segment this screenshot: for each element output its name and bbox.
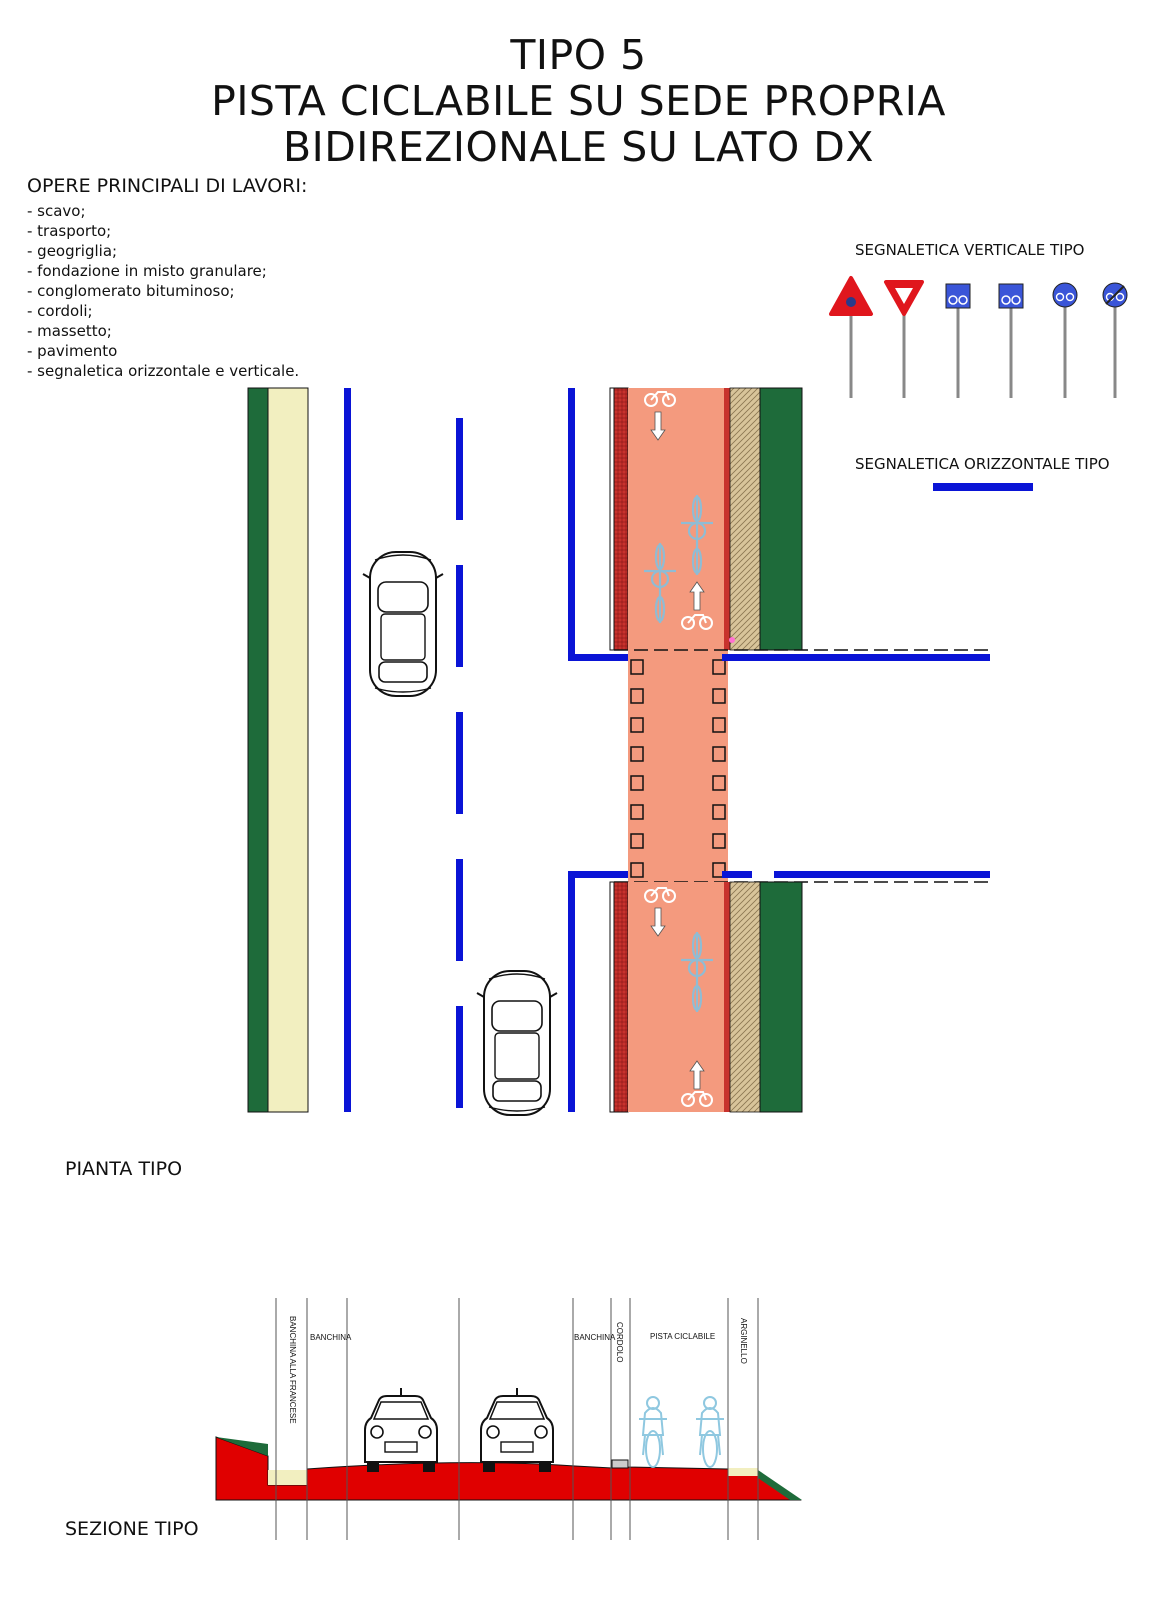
shoulder-left (267, 387, 309, 1113)
works-item: - scavo; (27, 202, 86, 220)
works-item: - pavimento (27, 342, 118, 360)
edge-line-right-bottom (568, 871, 575, 1112)
cycle-crossing (614, 637, 990, 891)
title-line-2: PISTA CICLABILE SU SEDE PROPRIA (211, 77, 946, 125)
plan-label: PIANTA TIPO (65, 1158, 183, 1180)
car-plan-1 (362, 551, 444, 697)
cycle-path-sign-icon (998, 283, 1024, 398)
works-item: - cordoli; (27, 302, 93, 320)
section-label-pista-ciclabile: PISTA CICLABILE (650, 1332, 715, 1341)
warning-triangle-icon (829, 276, 873, 398)
junction-line-bottom-left (568, 871, 630, 878)
verge-green-left (247, 387, 269, 1113)
car-section-1 (364, 1387, 438, 1473)
works-item: - geogriglia; (27, 242, 118, 260)
works-item: - fondazione in misto granulare; (27, 262, 267, 280)
car-plan-2 (476, 970, 558, 1116)
car-section-2 (480, 1387, 554, 1473)
vertical-signs-label: SEGNALETICA VERTICALE TIPO (855, 241, 1085, 259)
section-label: SEZIONE TIPO (65, 1518, 199, 1540)
section-view: BANCHINA ALLA FRANCESE BANCHINA BANCHINA… (215, 1298, 802, 1540)
cyclist-section-2 (695, 1396, 725, 1468)
end-cycle-sign-icon (1102, 282, 1128, 398)
title-line-1: TIPO 5 (510, 31, 647, 79)
works-list: - scavo; - trasporto; - geogriglia; - fo… (27, 201, 299, 381)
section-label-arginello: ARGINELLO (739, 1318, 748, 1364)
horizontal-sign-sample (933, 483, 1033, 491)
horizontal-signs-label: SEGNALETICA ORIZZONTALE TIPO (855, 455, 1110, 473)
edge-line-left (344, 388, 351, 1112)
cyclist-section-1 (638, 1396, 668, 1468)
cycle-track-top (609, 387, 803, 651)
cycle-only-sign-icon (1052, 282, 1078, 398)
cycle-track-bottom (609, 881, 803, 1113)
vertical-signs (829, 276, 1128, 398)
works-item: - trasporto; (27, 222, 112, 240)
yield-sign-icon (884, 280, 924, 398)
section-label-banchina-francese: BANCHINA ALLA FRANCESE (288, 1316, 297, 1424)
section-label-cordolo: CORDOLO (615, 1322, 624, 1362)
junction-line-top-left (568, 654, 630, 661)
title-line-3: BIDIREZIONALE SU LATO DX (283, 123, 874, 171)
section-column-lines (275, 1298, 759, 1540)
section-label-banchina-1: BANCHINA (310, 1333, 352, 1342)
center-dashed-line (456, 418, 463, 1108)
plan-view (247, 387, 990, 1116)
works-heading: OPERE PRINCIPALI DI LAVORI: (27, 175, 308, 197)
cycle-path-sign-icon (945, 283, 971, 398)
works-item: - conglomerato bituminoso; (27, 282, 235, 300)
works-item: - massetto; (27, 322, 112, 340)
works-item: - segnaletica orizzontale e verticale. (27, 362, 300, 380)
edge-line-right-top (568, 388, 575, 661)
section-label-banchina-2: BANCHINA (574, 1333, 616, 1342)
